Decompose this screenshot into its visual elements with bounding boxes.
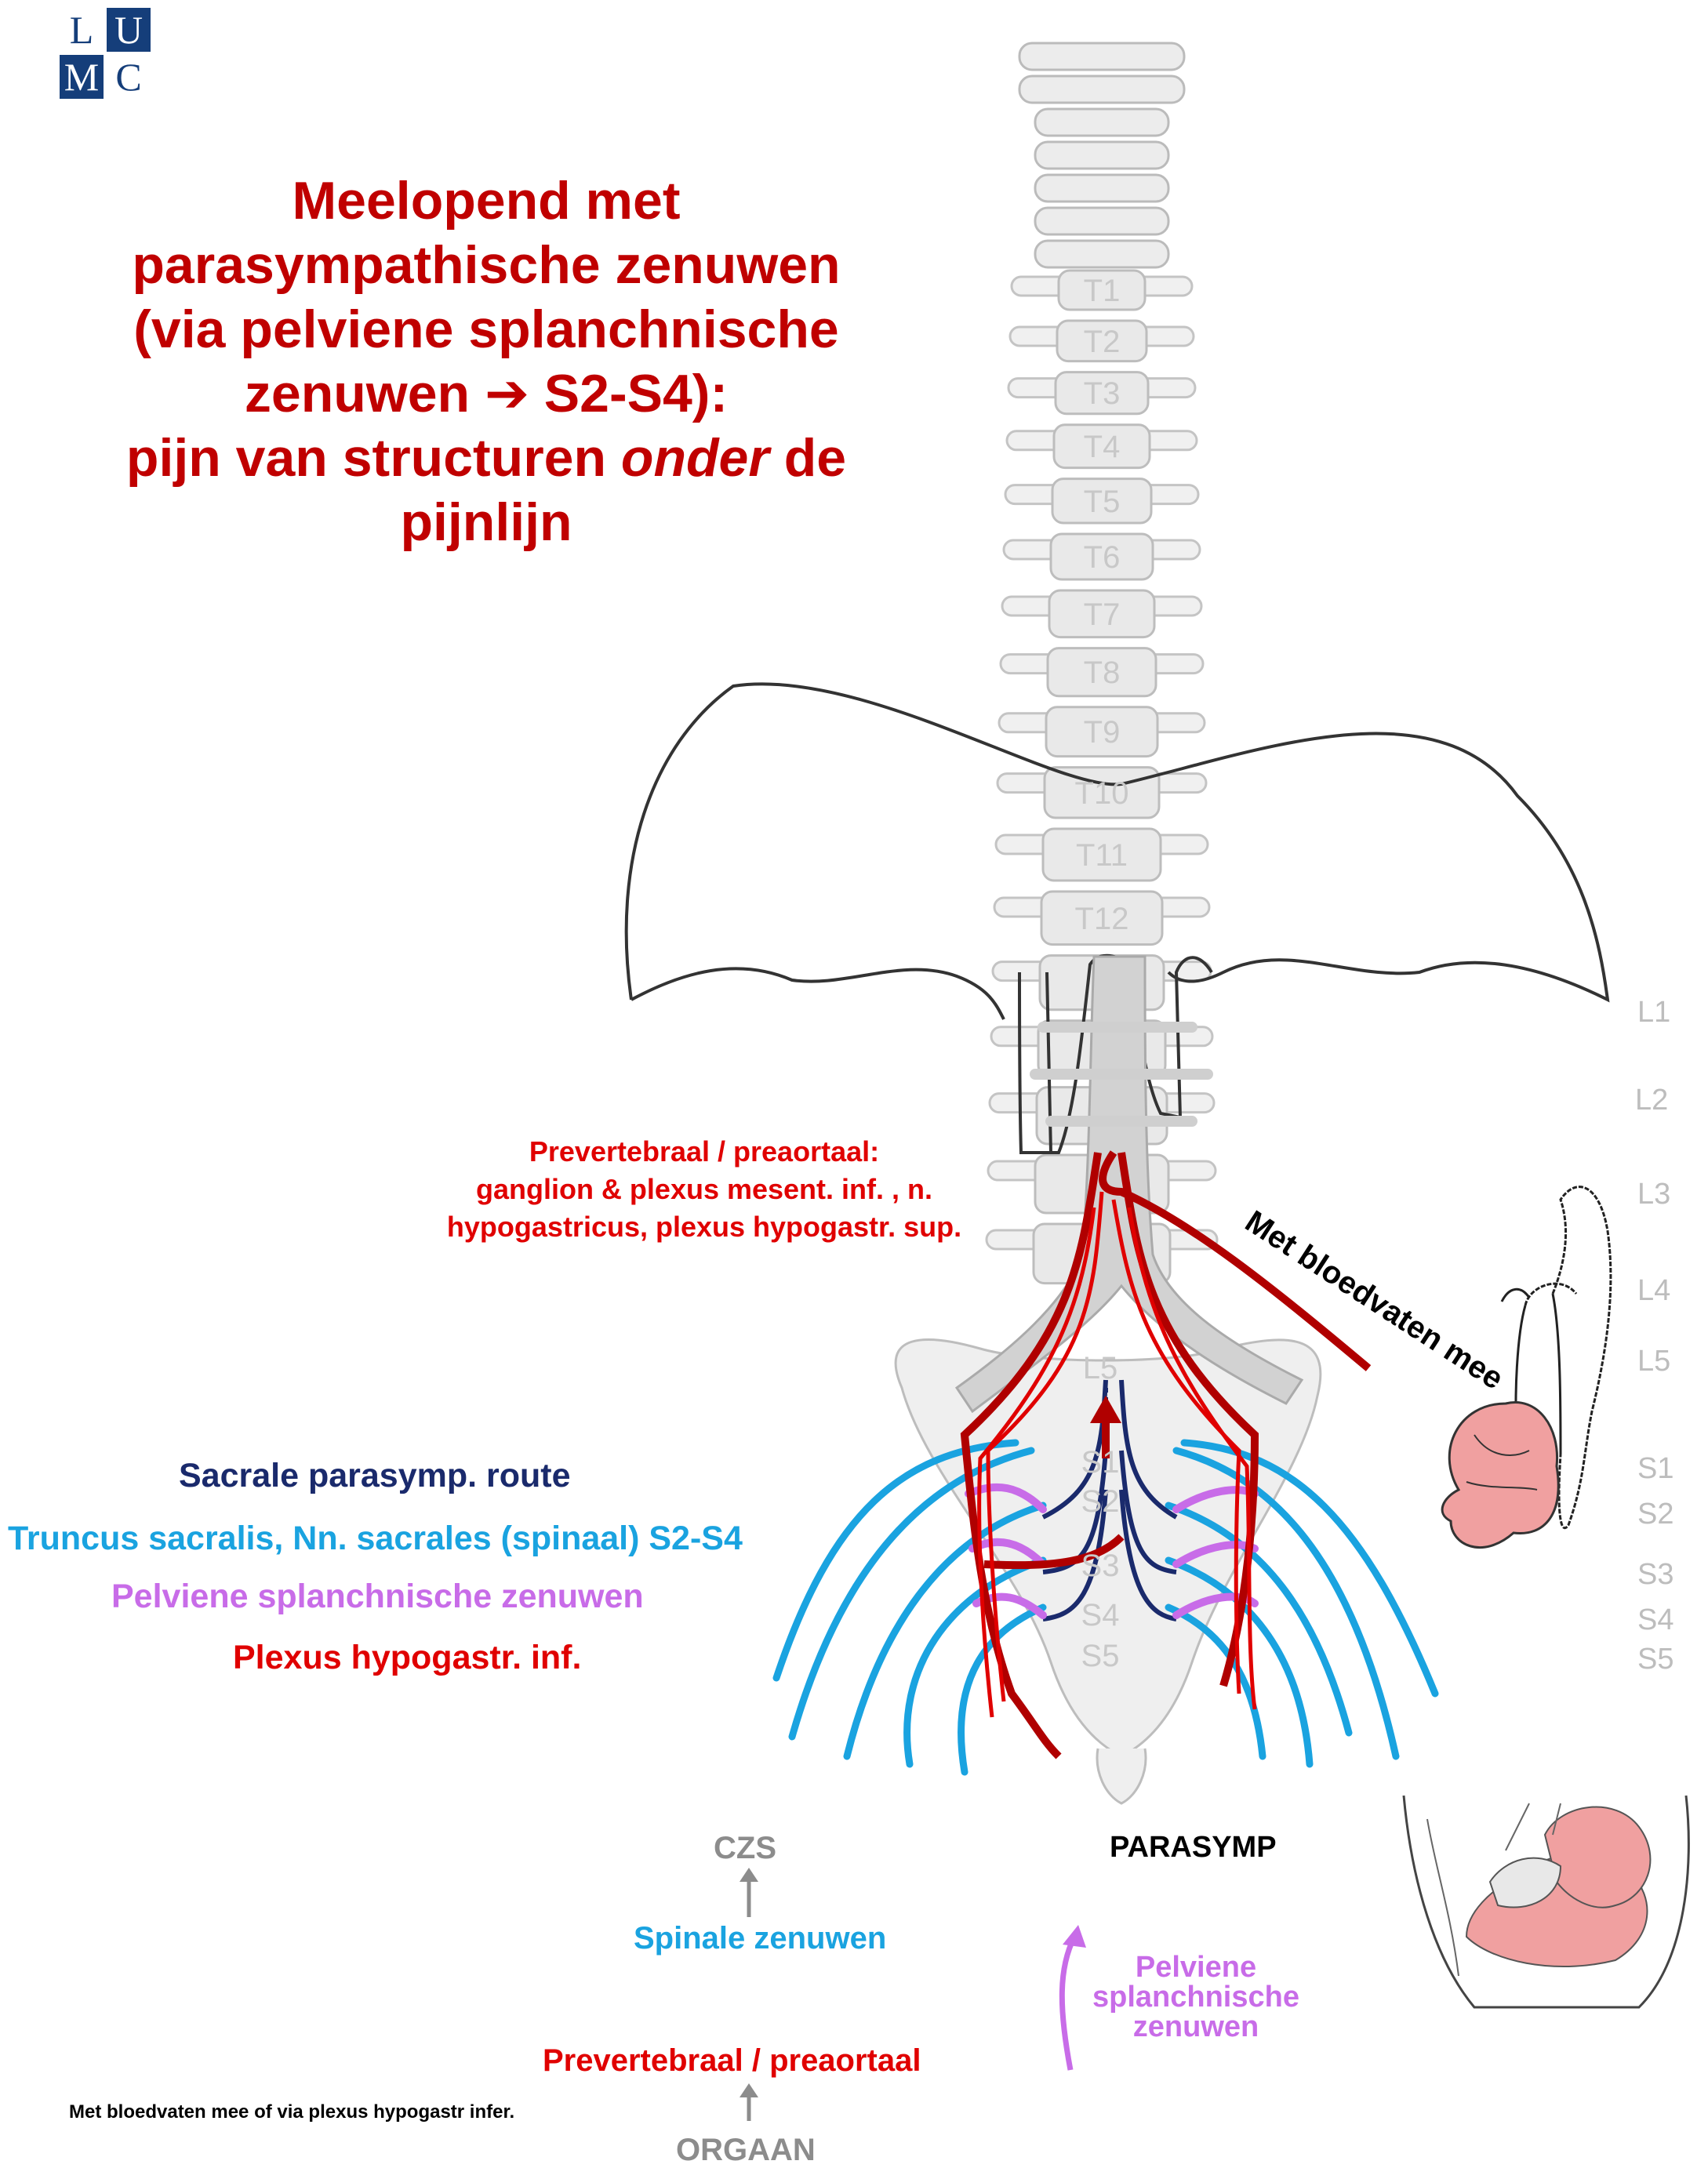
prevertebral-label: Prevertebraal / preaortaal: ganglion & p… (430, 1133, 979, 1246)
pelvic-splanchnic-arrow (1062, 1937, 1074, 2070)
vertebra-label: S1 (1081, 1445, 1120, 1480)
cervical-vertebra (1035, 208, 1168, 234)
segment-label: S4 (1637, 1603, 1673, 1637)
vertebra-label: T7 (1084, 597, 1121, 632)
cervical-vertebra (1035, 142, 1168, 169)
legend-truncus: Truncus sacralis, Nn. sacrales (spinaal)… (8, 1520, 743, 1558)
legend-route: Sacrale parasymp. route (179, 1457, 571, 1495)
segment-label: L3 (1637, 1178, 1670, 1211)
flow-arrows (740, 1868, 1086, 2121)
vertebra-label: T2 (1084, 325, 1121, 359)
colon-segment (1502, 1289, 1529, 1302)
vertebra-label: T3 (1084, 376, 1121, 411)
vertebra-label: T1 (1084, 274, 1121, 308)
vertebra-label: L5 (1083, 1351, 1118, 1385)
vertebra-label: T8 (1084, 655, 1121, 690)
segment-label: S3 (1637, 1558, 1673, 1592)
vertebra-label: S2 (1081, 1484, 1120, 1519)
flow-organ: ORGAAN (676, 2133, 816, 2168)
vertebra-label: S3 (1081, 1549, 1120, 1583)
flow-pelvic-line: splanchnische (1086, 1982, 1306, 2012)
pelvis-illustration (1404, 1796, 1688, 2007)
cervical-vertebra (1035, 175, 1168, 202)
vertebra-label: T12 (1075, 902, 1129, 936)
flow-pelvic-label: Pelviene splanchnische zenuwen (1086, 1952, 1306, 2042)
arrow-up-czs-head (740, 1868, 758, 1882)
vertebra-label: T9 (1084, 715, 1121, 750)
segment-label: S5 (1637, 1643, 1673, 1676)
arrow-up-organ-head (740, 2083, 758, 2097)
prevertebral-line: Prevertebraal / preaortaal: (430, 1133, 979, 1171)
segment-label: L5 (1637, 1345, 1670, 1378)
flow-pelvic-line: Pelviene (1086, 1952, 1306, 1982)
flow-pelvic-line: zenuwen (1086, 2012, 1306, 2042)
segment-label: L1 (1637, 996, 1670, 1030)
segment-label: S1 (1637, 1452, 1673, 1486)
flow-prevertebral: Prevertebraal / preaortaal (543, 2043, 921, 2079)
flow-czs: CZS (714, 1831, 776, 1866)
vertebra-label: S4 (1081, 1598, 1120, 1632)
legend-pelvic: Pelviene splanchnische zenuwen (111, 1578, 644, 1616)
vertebra-label: T5 (1084, 485, 1121, 519)
cervical-vertebra (1019, 76, 1184, 103)
segment-label: L2 (1635, 1084, 1668, 1117)
flow-parasymp: PARASYMP (1110, 1831, 1277, 1865)
diaphragm-curve (631, 968, 1004, 1019)
vertebra-label: S5 (1081, 1639, 1120, 1673)
rectum-shape (1442, 1402, 1558, 1547)
cervical-vertebra (1019, 43, 1184, 70)
footnote: Met bloedvaten mee of via plexus hypogas… (69, 2101, 514, 2123)
vertebra-label: T4 (1084, 430, 1121, 464)
pelvic-splanchnic-arrow-head (1063, 1925, 1086, 1948)
cervical-vertebra (1035, 109, 1168, 136)
legend-plexus: Plexus hypogastr. inf. (233, 1639, 581, 1677)
prevertebral-line: hypogastricus, plexus hypogastr. sup. (430, 1208, 979, 1246)
prevertebral-line: ganglion & plexus mesent. inf. , n. (430, 1171, 979, 1208)
cervical-vertebra (1035, 241, 1168, 267)
vertebra-label: T10 (1075, 776, 1129, 811)
vertebra-label: T11 (1076, 838, 1128, 873)
flow-spinal: Spinale zenuwen (634, 1921, 886, 1956)
segment-label: S2 (1637, 1498, 1673, 1531)
segment-label: L4 (1637, 1274, 1670, 1308)
coccyx-shape (1097, 1749, 1146, 1803)
vertebra-label: T6 (1084, 540, 1121, 575)
